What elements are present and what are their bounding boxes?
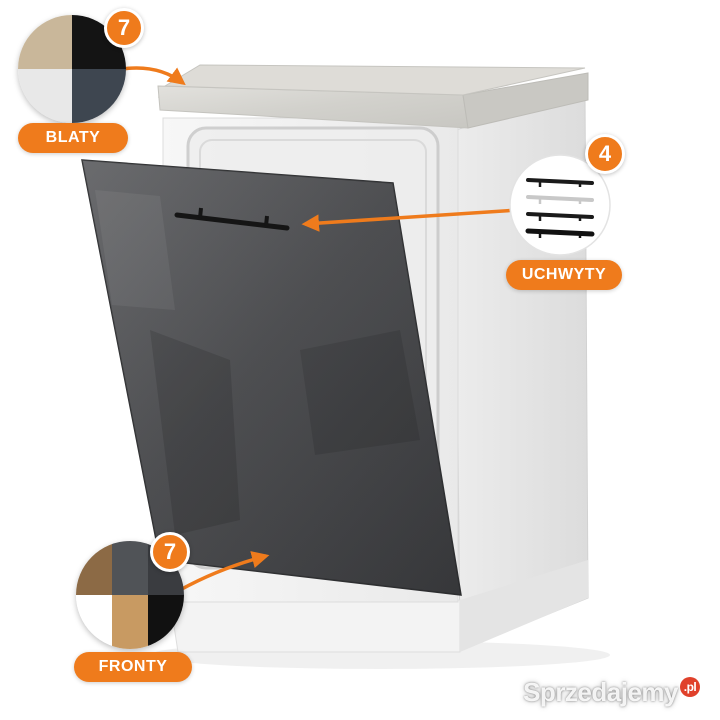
uchwyty-arrow bbox=[301, 208, 519, 232]
front-reflection-table bbox=[300, 330, 420, 455]
front-panel-reflection bbox=[82, 160, 461, 595]
countertop-side bbox=[462, 72, 589, 129]
front-reflection-window bbox=[95, 190, 175, 310]
watermark-suffix: .pl bbox=[680, 677, 700, 697]
watermark-logo: Sprzedajemy.pl bbox=[523, 677, 700, 708]
watermark-text: Sprzedajemy bbox=[523, 677, 678, 707]
blaty-label: BLATY bbox=[18, 123, 128, 153]
blaty-callout bbox=[121, 66, 186, 86]
front-reflection-chair bbox=[150, 330, 240, 535]
handle-sample bbox=[526, 212, 594, 221]
uchwyty-callout bbox=[301, 154, 611, 256]
blaty-count-badge: 7 bbox=[104, 8, 144, 48]
fronty-count-badge: 7 bbox=[150, 532, 190, 572]
blaty-arrow bbox=[121, 66, 186, 86]
uchwyty-label: UCHWYTY bbox=[506, 260, 622, 290]
handle-samples bbox=[525, 178, 595, 238]
countertop-top-surface bbox=[163, 64, 586, 96]
handle-sample bbox=[526, 178, 594, 187]
cabinet-plinth bbox=[169, 599, 461, 653]
fronty-callout bbox=[179, 551, 270, 592]
handle-sample bbox=[525, 228, 595, 238]
fronty-swatch bbox=[112, 541, 148, 595]
uchwyty-count-badge: 4 bbox=[585, 134, 625, 174]
bar-handle bbox=[174, 207, 290, 231]
fronty-swatch bbox=[112, 595, 148, 649]
fronty-label: FRONTY bbox=[74, 652, 192, 682]
fronty-arrow bbox=[179, 551, 270, 592]
cabinet-plinth-side bbox=[460, 560, 588, 652]
handle-sample bbox=[526, 195, 594, 204]
